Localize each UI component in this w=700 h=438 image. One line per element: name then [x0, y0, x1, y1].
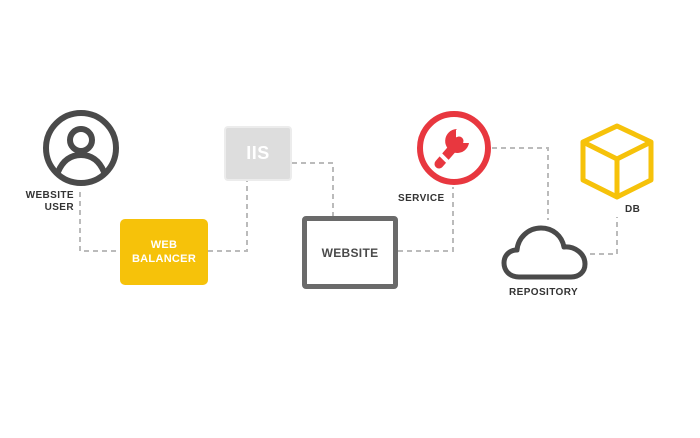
connector-balancer-to-iis: [208, 181, 248, 252]
connector-iis-to-website: [292, 162, 334, 216]
web-balancer-label-line1: WEB: [150, 239, 178, 251]
web-balancer-label-line2: BALANCER: [131, 253, 197, 265]
cube-icon: [580, 123, 654, 200]
connector-repository-to-db: [590, 217, 618, 255]
cloud-icon: [501, 225, 588, 280]
iis-label: IIS: [246, 143, 270, 163]
website-user-label-line1: WEBSITE: [25, 190, 74, 201]
web-balancer-node: WEB BALANCER: [120, 219, 208, 285]
website-node: WEBSITE: [302, 216, 398, 289]
wrench-icon: [417, 111, 491, 185]
repository-label: REPOSITORY: [509, 287, 579, 298]
connector-website-to-service: [398, 187, 454, 252]
website-label: WEBSITE: [321, 245, 379, 260]
service-label: SERVICE: [398, 193, 445, 204]
website-user-label: WEBSITE USER: [21, 190, 74, 214]
connector-service-to-repository: [492, 147, 549, 220]
website-user-label-line2: USER: [44, 202, 74, 213]
user-icon: [43, 110, 119, 186]
db-label: DB: [625, 204, 641, 215]
connector-user-to-balancer: [79, 192, 120, 252]
iis-node: IIS: [224, 126, 292, 181]
